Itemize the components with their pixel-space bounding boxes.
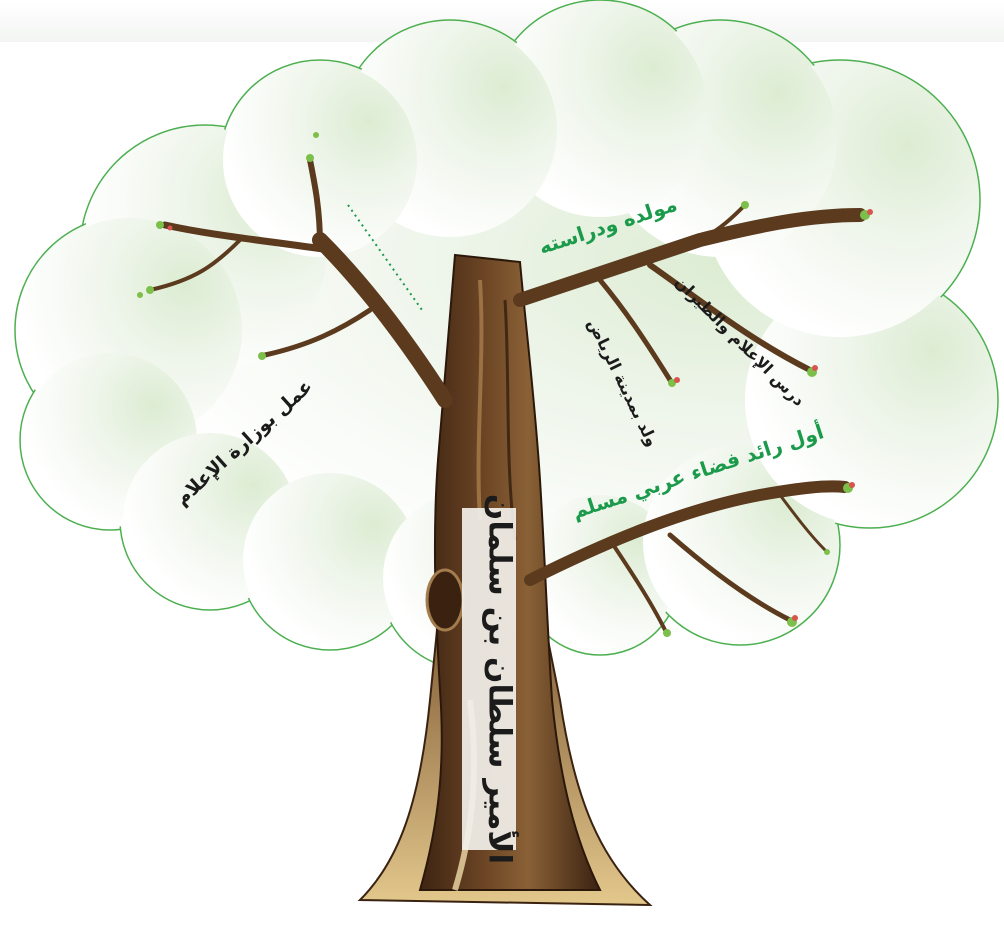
trunk-title-plate: الأمير سلطان بن سلمان (462, 494, 520, 864)
trunk-title: الأمير سلطان بن سلمان (482, 494, 520, 864)
